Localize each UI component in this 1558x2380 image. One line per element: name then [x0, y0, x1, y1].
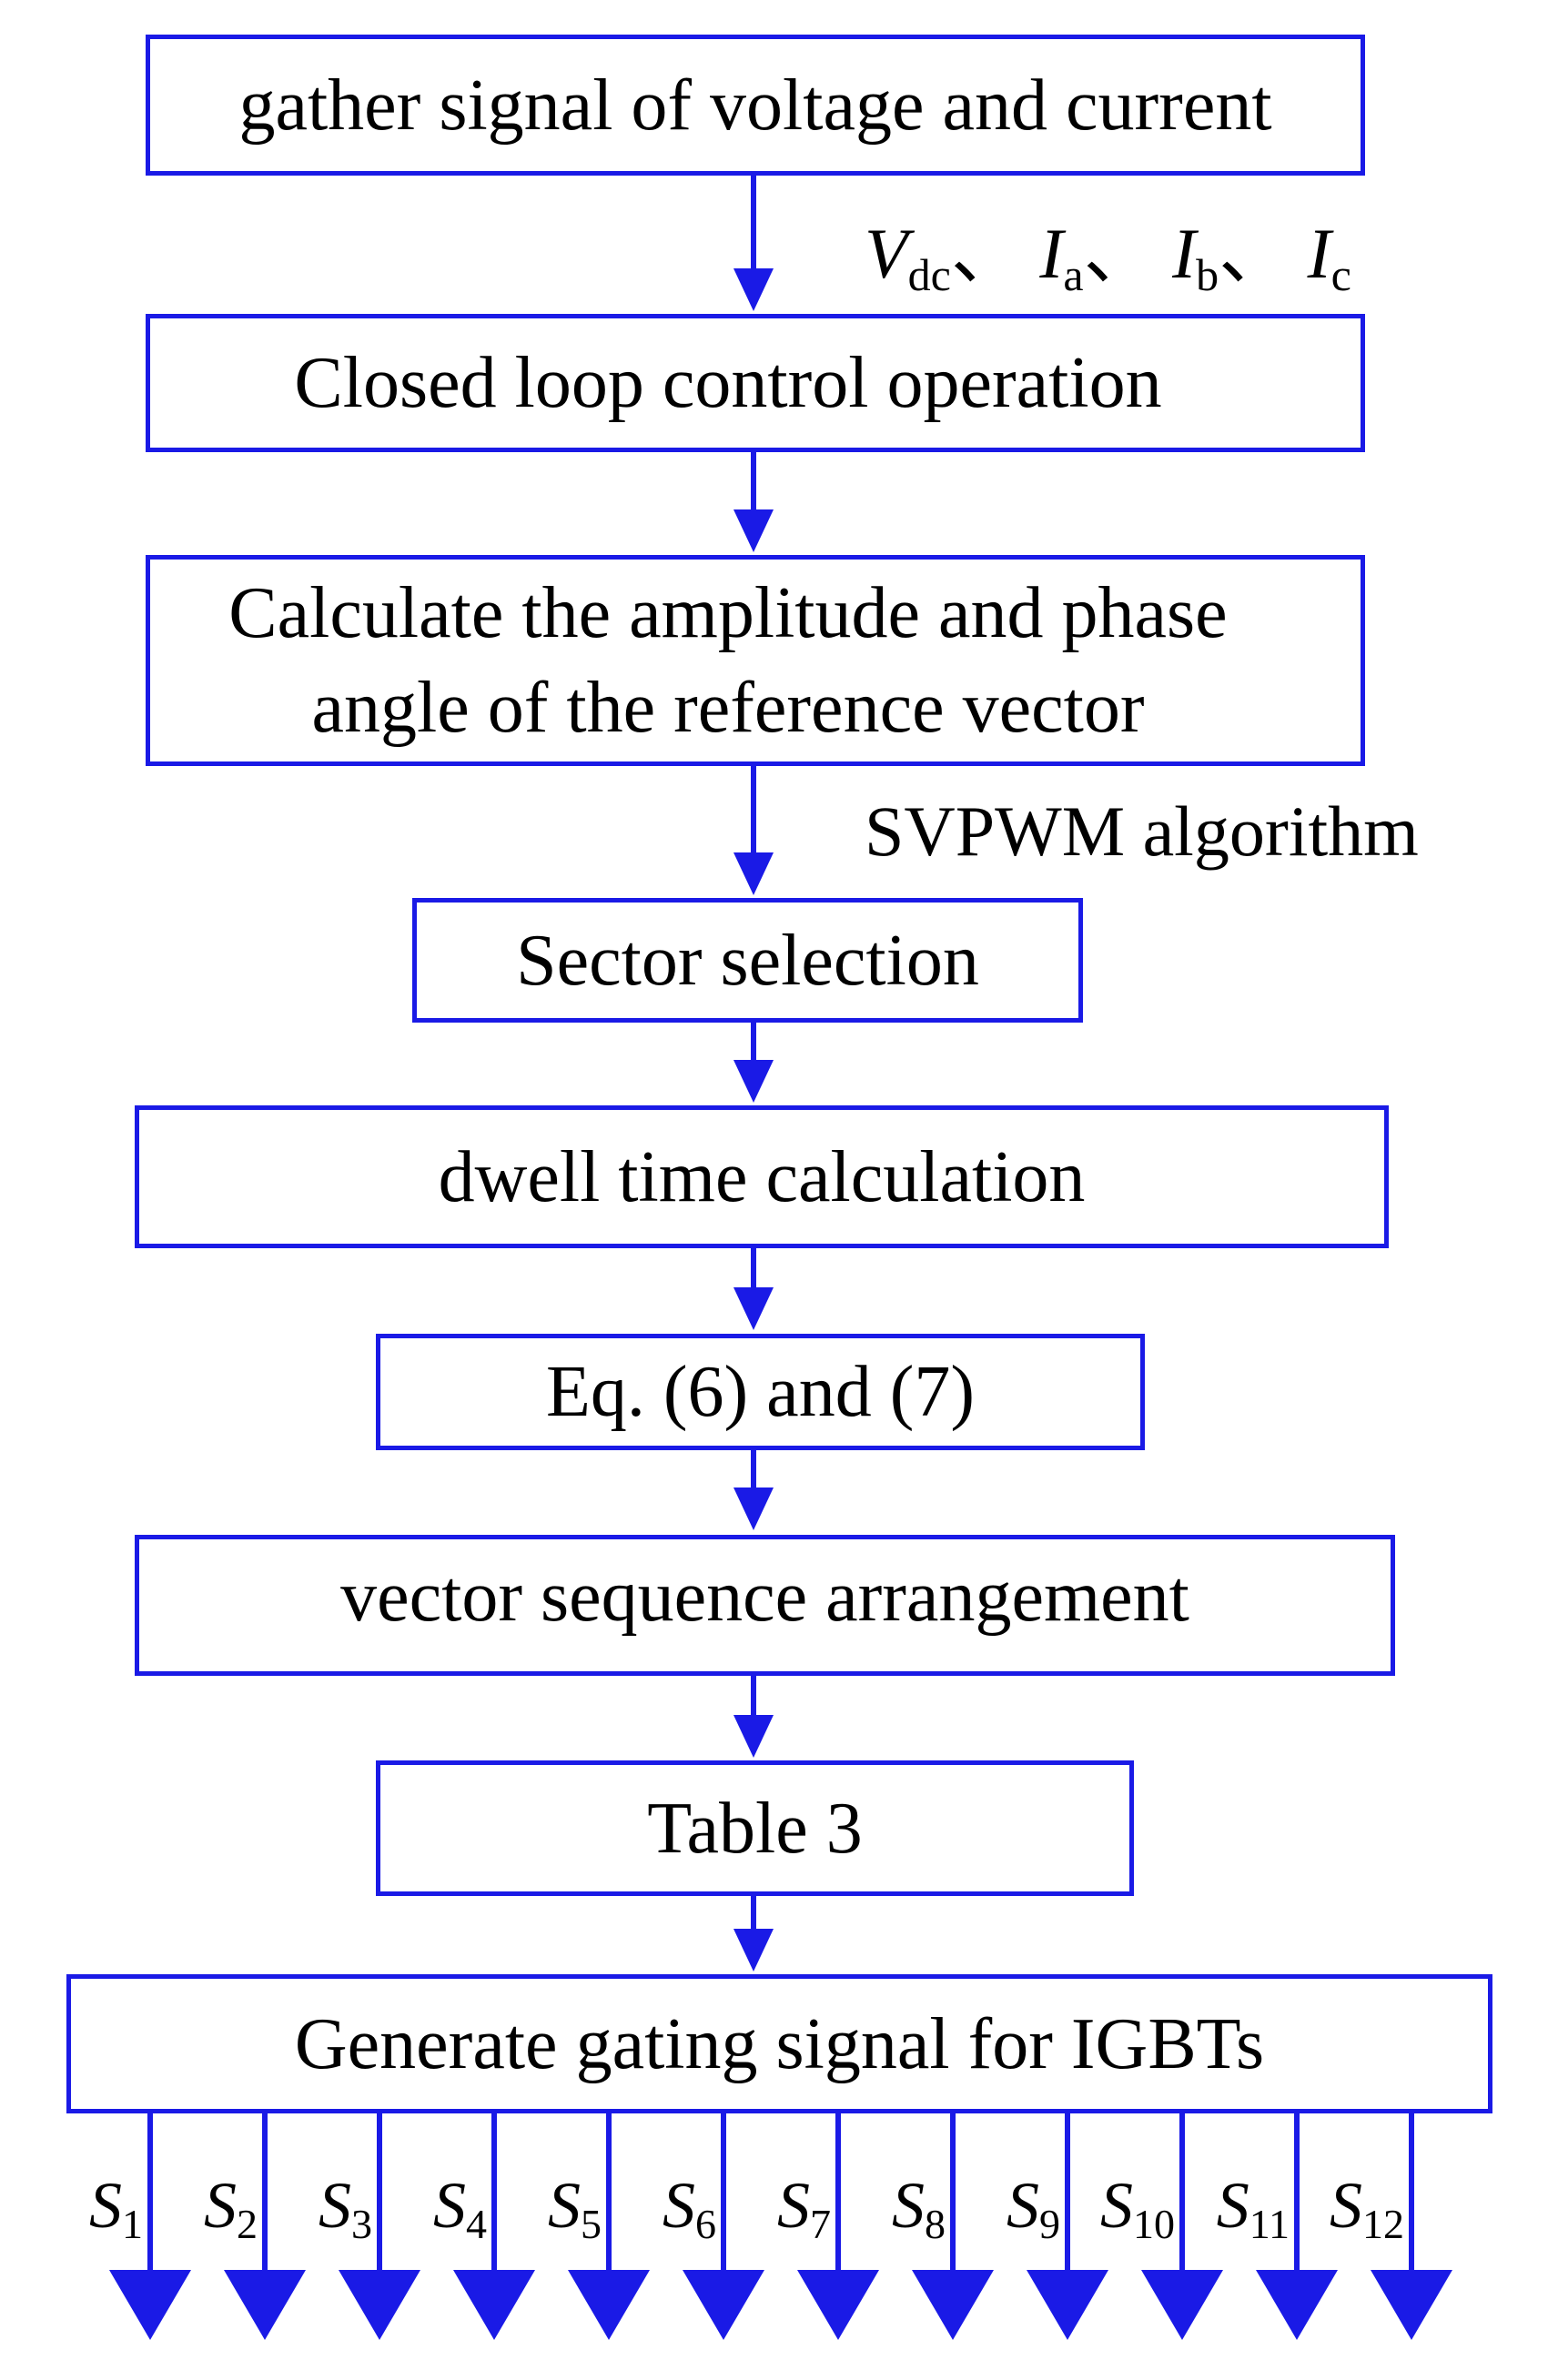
arrowhead-2 — [733, 509, 774, 552]
arrowhead-8 — [733, 1929, 774, 1972]
arrowhead-5 — [733, 1287, 774, 1330]
output-label-s4: S4 — [433, 2169, 487, 2247]
equation-label: Eq. (6) and (7) — [546, 1352, 975, 1432]
vector-sequence-label: vector sequence arrangement — [340, 1556, 1189, 1637]
output-arrowhead-2 — [224, 2270, 306, 2340]
output-arrowhead-9 — [1027, 2270, 1108, 2340]
measured-signals-label: Vdc、 Ia、 Ib、 Ic — [865, 214, 1351, 300]
output-arrowhead-8 — [912, 2270, 994, 2340]
output-arrowhead-3 — [339, 2270, 420, 2340]
reference-vector-line1: Calculate the amplitude and phase — [228, 573, 1228, 653]
dwell-time-box: dwell time calculation — [135, 1105, 1389, 1248]
gating-signal-label: Generate gating signal for IGBTs — [294, 2003, 1265, 2084]
output-arrowhead-7 — [797, 2270, 879, 2340]
output-label-s10: S10 — [1100, 2169, 1175, 2247]
output-label-s2: S2 — [204, 2169, 258, 2247]
output-label-s7: S7 — [777, 2169, 831, 2247]
arrowhead-6 — [733, 1488, 774, 1530]
vector-sequence-box: vector sequence arrangement — [135, 1535, 1395, 1676]
output-arrowhead-12 — [1371, 2270, 1452, 2340]
arrowhead-4 — [733, 1060, 774, 1103]
table-box: Table 3 — [376, 1760, 1134, 1896]
reference-vector-box: Calculate the amplitude and phase angle … — [146, 555, 1365, 766]
dwell-time-label: dwell time calculation — [438, 1136, 1086, 1217]
output-label-s3: S3 — [319, 2169, 372, 2247]
output-arrowhead-5 — [568, 2270, 650, 2340]
output-label-s1: S1 — [89, 2169, 143, 2247]
output-arrowhead-11 — [1256, 2270, 1338, 2340]
gather-signal-label: gather signal of voltage and current — [238, 65, 1272, 146]
arrowhead-1 — [733, 268, 774, 311]
output-label-s11: S11 — [1216, 2169, 1290, 2247]
gather-signal-box: gather signal of voltage and current — [146, 35, 1365, 176]
output-label-s6: S6 — [663, 2169, 716, 2247]
output-label-s5: S5 — [548, 2169, 602, 2247]
closed-loop-label: Closed loop control operation — [294, 343, 1162, 423]
gating-signal-box: Generate gating signal for IGBTs — [66, 1974, 1492, 2113]
equation-box: Eq. (6) and (7) — [376, 1334, 1145, 1450]
output-arrowhead-1 — [109, 2270, 191, 2340]
output-arrowhead-4 — [453, 2270, 535, 2340]
table-label: Table 3 — [647, 1788, 863, 1869]
output-label-s12: S12 — [1330, 2169, 1404, 2247]
output-arrowhead-6 — [683, 2270, 764, 2340]
output-label-s8: S8 — [892, 2169, 946, 2247]
sector-selection-label: Sector selection — [516, 920, 979, 1001]
reference-vector-line2: angle of the reference vector — [311, 668, 1145, 748]
sector-selection-box: Sector selection — [412, 898, 1083, 1023]
arrowhead-3 — [733, 852, 774, 895]
output-label-s9: S9 — [1007, 2169, 1060, 2247]
output-arrowhead-10 — [1141, 2270, 1223, 2340]
svpwm-label: SVPWM algorithm — [865, 792, 1419, 871]
arrowhead-7 — [733, 1715, 774, 1758]
closed-loop-box: Closed loop control operation — [146, 314, 1365, 452]
